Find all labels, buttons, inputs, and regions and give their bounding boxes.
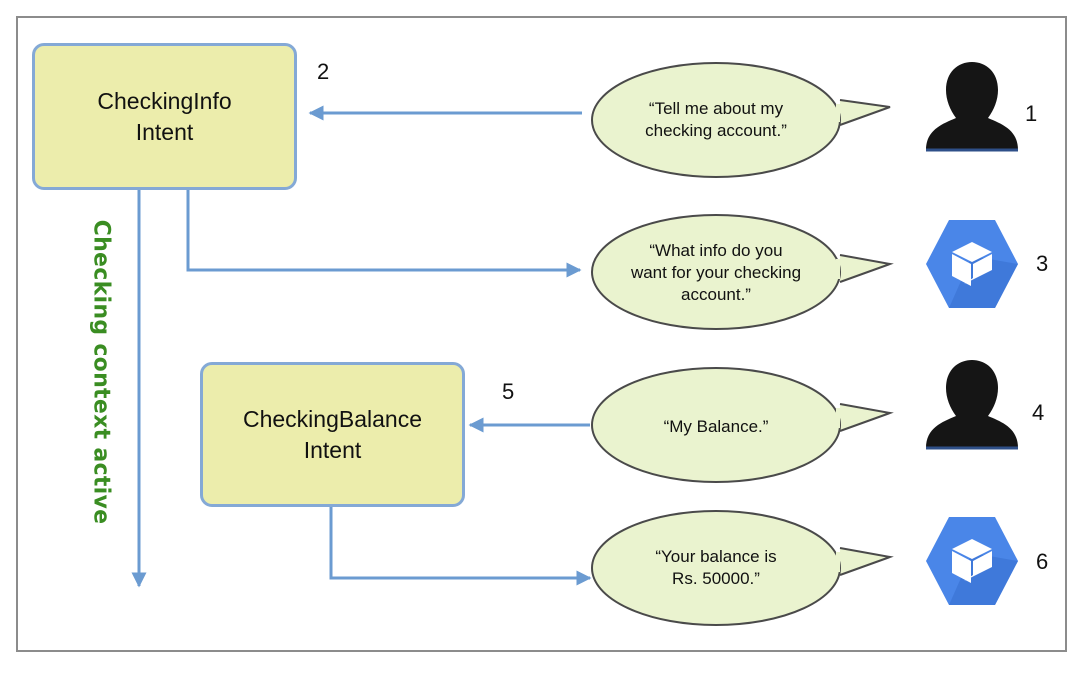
message-agent-balance: “Your balance is Rs. 50000.” — [596, 536, 836, 600]
intent-box-checkinginfo: CheckingInfo Intent — [32, 43, 297, 190]
dialogflow-agent-icon — [926, 220, 1018, 308]
message-line: Rs. 50000.” — [672, 569, 760, 588]
arrow-checkinginfo-to-agent-reply — [186, 190, 582, 278]
message-user-balance: “My Balance.” — [596, 405, 836, 449]
intent-box-checkingbalance: CheckingBalance Intent — [200, 362, 465, 507]
intent-suffix: Intent — [135, 118, 194, 145]
intent-name: CheckingInfo — [97, 87, 232, 114]
message-line: checking account.” — [645, 121, 787, 140]
step-number-6: 6 — [1036, 549, 1049, 574]
message-line: account.” — [681, 285, 751, 304]
step-number-1: 1 — [1025, 101, 1038, 126]
context-active-label: Checking context active — [88, 219, 114, 525]
step-number-3: 3 — [1036, 251, 1049, 276]
dialogflow-agent-icon — [926, 517, 1018, 605]
speech-bubble-2 — [591, 214, 894, 330]
step-number-2: 2 — [317, 59, 330, 84]
intent-suffix: Intent — [303, 436, 362, 463]
speech-bubble-1 — [591, 62, 891, 178]
step-number-5: 5 — [502, 379, 515, 404]
intent-name: CheckingBalance — [242, 405, 422, 432]
message-line: “My Balance.” — [663, 417, 769, 436]
user-silhouette-icon — [926, 360, 1018, 450]
message-line: “What info do you — [649, 241, 783, 260]
step-number-4: 4 — [1032, 400, 1045, 425]
message-line: want for your checking — [630, 263, 802, 282]
speech-bubble-3 — [591, 367, 894, 483]
arrow-checkingbalance-to-agent-reply — [329, 497, 592, 586]
message-line: “Your balance is — [655, 547, 777, 566]
message-agent-question: “What info do you want for your checking… — [596, 230, 836, 316]
message-line: “Tell me about my — [648, 99, 784, 118]
user-silhouette-icon — [926, 62, 1018, 152]
speech-bubble-4 — [591, 510, 894, 626]
message-user-request: “Tell me about my checking account.” — [596, 80, 836, 160]
